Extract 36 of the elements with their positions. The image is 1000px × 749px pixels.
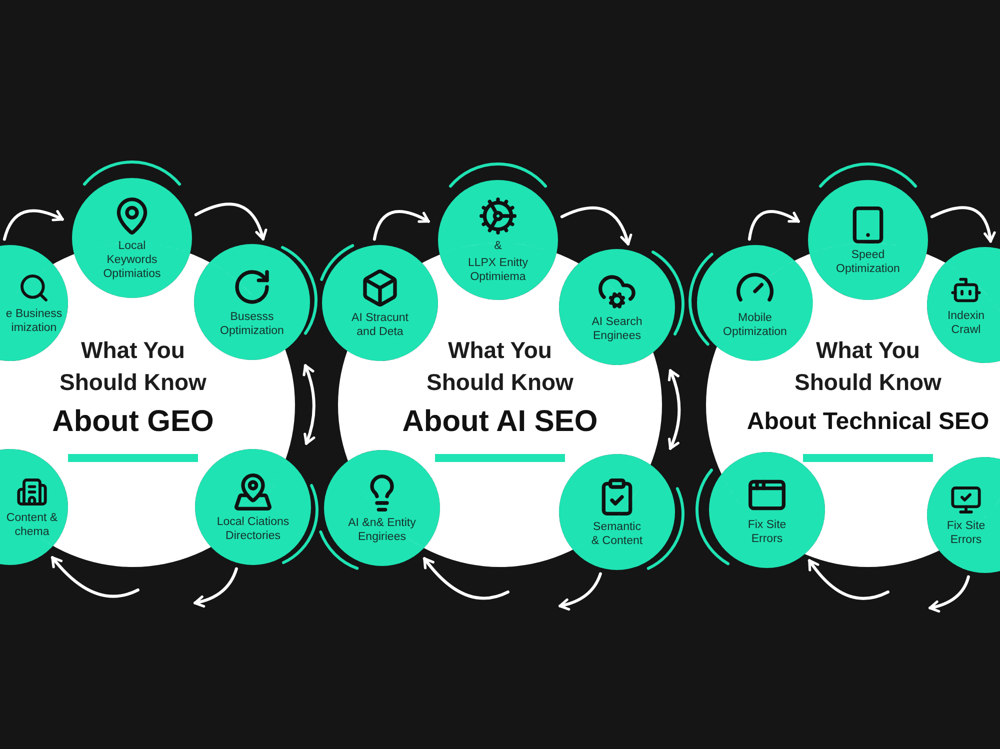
curved-arrow (422, 557, 510, 600)
hub-title: About Technical SEO (746, 407, 990, 437)
topic-label: AI Search Enginees (590, 314, 644, 342)
curved-arrow (2, 209, 64, 241)
double-headed-arrow (302, 364, 316, 445)
curved-arrow (194, 567, 238, 608)
topic-label: Mobile Optimization (722, 310, 788, 338)
curved-arrow (372, 210, 430, 241)
hub-heading: What You Should Know (426, 336, 574, 397)
topic-label: Fix Site Errors (946, 518, 986, 546)
topic-label: & (494, 239, 502, 253)
topic-label: Indexin Crawl (946, 308, 986, 336)
curved-arrow (560, 206, 632, 246)
hub-title: About AI SEO (402, 404, 598, 440)
hub-title: About GEO (52, 404, 214, 440)
topic-label: AI Stracunt and Deta (350, 310, 410, 338)
curved-arrow (748, 210, 800, 241)
curved-arrow (50, 556, 140, 598)
topic-label: Semantic & Content (590, 520, 644, 548)
topic-label: LLPX Enitty Optimiema (466, 256, 530, 284)
topic-label: Local Ciations Directories (216, 514, 290, 542)
topic-label: Busesss Optimization (219, 310, 285, 338)
topic-label: AI &n& Entity Engiriees (347, 516, 417, 544)
topic-label: Speed Optimization (835, 248, 901, 276)
hub-heading: What You Should Know (58, 336, 208, 397)
curved-arrow (808, 559, 890, 600)
curved-arrow (558, 572, 602, 610)
topic-label: Fix Site Errors (746, 518, 788, 546)
topic-label: Content & chema (5, 510, 59, 538)
topic-label: Local Keywords Optimiatios (102, 238, 162, 280)
double-headed-arrow (668, 369, 681, 450)
curved-arrow (928, 575, 970, 612)
hub-heading: What You Should Know (794, 336, 942, 397)
curved-arrow (194, 202, 267, 240)
topic-label: e Business imization (4, 306, 64, 334)
curved-arrow (930, 206, 996, 243)
